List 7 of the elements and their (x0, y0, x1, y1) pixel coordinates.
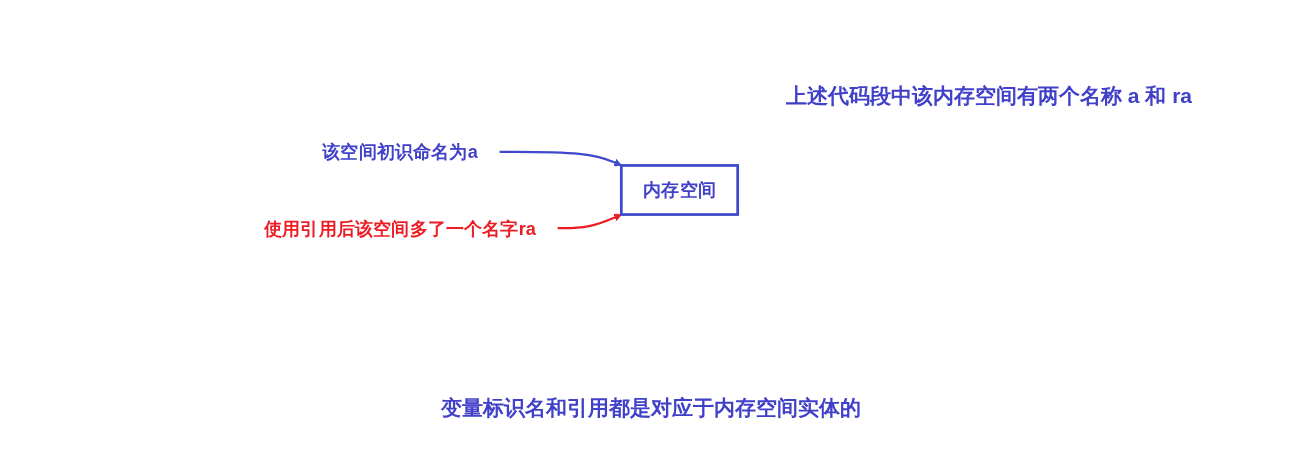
node-text: 该空间初识命名为a (322, 141, 478, 162)
node-text: 使用引用后该空间多了一个名字ra (264, 218, 536, 239)
arrow (557, 213, 622, 230)
note-text: 变量标识名和引用都是对应于内存空间实体的 (441, 395, 861, 421)
note-text: 上述代码段中该内存空间有两个名称 a 和 ra (785, 83, 1192, 109)
node-box: 内存空间 (619, 164, 740, 216)
arrow (499, 150, 622, 167)
